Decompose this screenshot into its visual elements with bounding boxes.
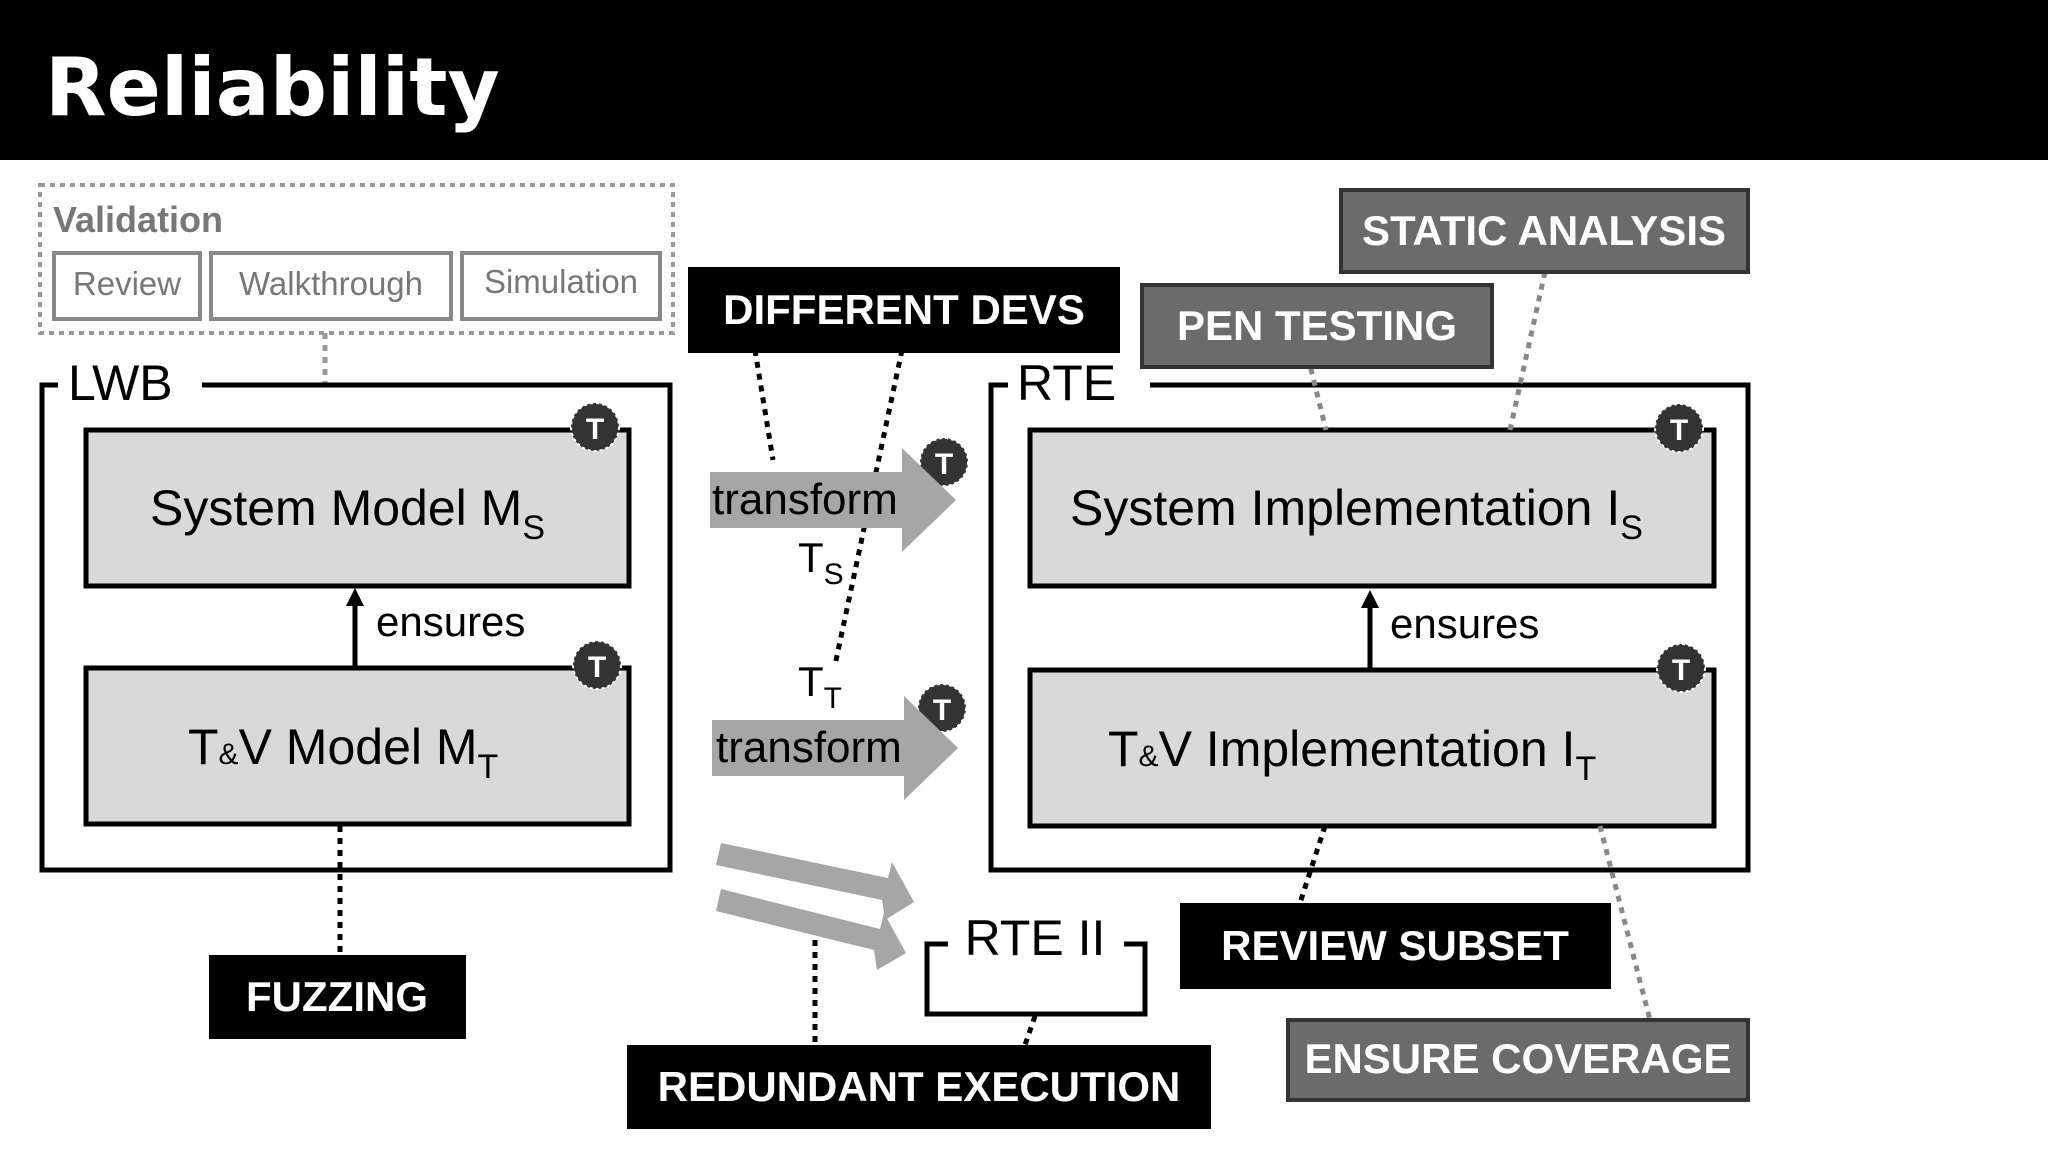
system-model-label: System Model MS <box>150 480 545 547</box>
t-badge-system-impl: T <box>1654 403 1704 453</box>
validation-review: Review <box>73 265 181 302</box>
tag-fuzzing: FUZZING <box>209 955 466 1039</box>
validation-simulation-box <box>460 251 662 321</box>
tv-model-box <box>83 665 632 827</box>
svg-text:T: T <box>933 694 951 727</box>
redundant-arrows <box>716 843 914 970</box>
transform-arrow-bottom: transform TT <box>712 658 958 800</box>
tag-redundant-execution: REDUNDANT EXECUTION <box>627 1045 1211 1129</box>
system-model-box <box>83 427 632 589</box>
validation-group: Validation Review Walkthrough Simulation <box>38 183 675 385</box>
rte-container: RTE System Implementation IS T&V Impleme… <box>988 355 1751 873</box>
svg-text:REDUNDANT EXECUTION: REDUNDANT EXECUTION <box>658 1063 1181 1110</box>
validation-simulation: Simulation <box>484 263 638 300</box>
tv-impl-label: T&V Implementation IT <box>1108 721 1596 788</box>
svg-text:PEN TESTING: PEN TESTING <box>1177 302 1457 349</box>
t-badge-transform-bottom: T <box>917 683 967 733</box>
validation-label: Validation <box>53 199 223 240</box>
svg-text:ENSURE COVERAGE: ENSURE COVERAGE <box>1304 1035 1731 1082</box>
tag-ensure-coverage: ENSURE COVERAGE <box>1286 1018 1750 1102</box>
svg-text:STATIC ANALYSIS: STATIC ANALYSIS <box>1362 207 1726 254</box>
svg-text:REVIEW SUBSET: REVIEW SUBSET <box>1221 922 1569 969</box>
svg-text:T: T <box>1672 654 1690 687</box>
tv-model-label: T&V Model MT <box>188 719 498 786</box>
t-badge-tv-impl: T <box>1656 643 1706 693</box>
transform-top-name: TS <box>798 534 844 591</box>
t-badge-tv-model: T <box>572 640 622 690</box>
system-impl-label: System Implementation IS <box>1070 480 1643 547</box>
tag-static-analysis: STATIC ANALYSIS <box>1339 188 1750 274</box>
validation-walkthrough: Walkthrough <box>239 265 423 302</box>
slide-title: Reliability <box>45 41 500 134</box>
rte-label: RTE <box>1017 355 1116 411</box>
validation-review-box <box>52 251 202 321</box>
transform-top-label: transform <box>712 475 898 524</box>
title-bar: Reliability <box>0 0 2048 160</box>
rte2-group: RTE II <box>924 910 1148 1017</box>
system-impl-box <box>1027 427 1717 589</box>
transform-bottom-label: transform <box>716 723 902 772</box>
svg-text:DIFFERENT DEVS: DIFFERENT DEVS <box>723 286 1085 333</box>
rte2-label: RTE II <box>965 910 1106 966</box>
svg-text:FUZZING: FUZZING <box>246 973 428 1020</box>
t-badge-transform-top: T <box>919 437 969 487</box>
svg-text:T: T <box>935 448 953 481</box>
transform-bottom-name: TT <box>798 658 842 715</box>
svg-text:T: T <box>588 651 606 684</box>
svg-text:T: T <box>586 413 604 446</box>
t-badge-system-model: T <box>570 402 620 452</box>
transform-arrow-top: transform TS <box>710 448 956 591</box>
tv-impl-box <box>1027 667 1717 829</box>
lwb-label: LWB <box>68 355 173 411</box>
validation-walkthrough-box <box>209 251 453 321</box>
svg-text:T: T <box>1670 414 1688 447</box>
lwb-ensures-label: ensures <box>376 598 525 645</box>
lwb-container: LWB System Model MS T&V Model MT ensures <box>39 355 673 955</box>
tag-different-devs: DIFFERENT DEVS <box>688 267 1120 353</box>
tag-review-subset: REVIEW SUBSET <box>1180 903 1611 989</box>
rte-ensures-label: ensures <box>1390 600 1539 647</box>
tag-pen-testing: PEN TESTING <box>1140 283 1494 369</box>
